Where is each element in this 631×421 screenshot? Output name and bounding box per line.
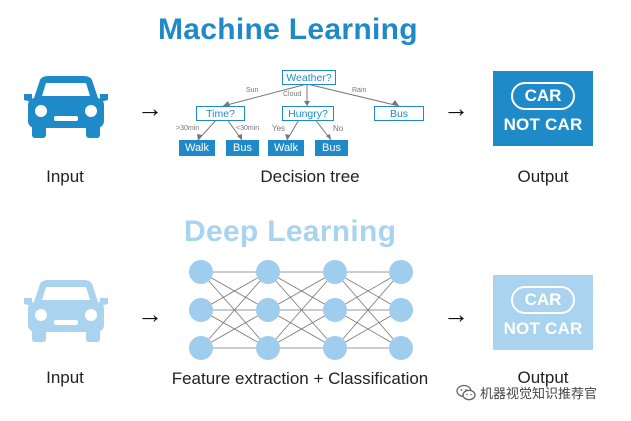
tree-node-hungry: Hungry? — [282, 106, 334, 121]
nn-edge — [267, 271, 336, 311]
car-icon — [24, 76, 108, 138]
car-badge: CAR — [510, 286, 576, 314]
nn-edge — [334, 271, 402, 311]
dl-arrow-2: → — [443, 299, 469, 329]
dl-output-box: CAR NOT CAR — [493, 275, 593, 350]
tree-leaf-walk-2: Walk — [268, 140, 304, 156]
nn-node — [189, 260, 213, 284]
tree-node-bus-rain: Bus — [374, 106, 424, 121]
dl-arrow-1: → — [137, 299, 163, 329]
nn-node — [256, 336, 280, 360]
dl-output-label: Output — [517, 368, 569, 387]
dl-title: Deep Learning — [184, 215, 397, 248]
nn-edge — [334, 271, 402, 349]
nn-node — [256, 298, 280, 322]
wechat-icon — [456, 384, 476, 400]
ml-output-label: Output — [517, 167, 569, 186]
ml-title: Machine Learning — [158, 13, 418, 46]
not-car-text: NOT CAR — [503, 319, 583, 338]
nn-node — [389, 336, 413, 360]
ml-arrow-1: → — [137, 93, 163, 123]
nn-node — [189, 298, 213, 322]
ml-output-box: CAR NOT CAR — [493, 71, 593, 146]
ml-input-label: Input — [46, 167, 84, 186]
dl-input-label: Input — [46, 368, 84, 387]
dl-network-label: Feature extraction + Classification — [171, 369, 429, 388]
tree-node-time: Time? — [196, 106, 245, 121]
watermark: 机器视觉知识推荐官 — [456, 383, 597, 402]
nn-node — [189, 336, 213, 360]
tree-node-weather: Weather? — [282, 70, 336, 85]
nn-node — [389, 260, 413, 284]
edge-label-rain: Rain — [352, 87, 367, 94]
nn-edge — [267, 271, 336, 349]
nn-edge — [200, 271, 269, 311]
nn-edge — [267, 309, 336, 349]
tree-leaf-walk-1: Walk — [179, 140, 215, 156]
nn-node — [256, 260, 280, 284]
nn-node — [323, 298, 347, 322]
edge-label-cloud: Cloud — [283, 91, 302, 98]
nn-edge — [200, 271, 269, 349]
ml-tree-label: Decision tree — [260, 167, 360, 186]
car-badge: CAR — [510, 82, 576, 110]
edge-label-sun: Sun — [246, 87, 259, 94]
edge-label-gt30: >30min — [176, 125, 200, 132]
tree-leaf-bus-2: Bus — [315, 140, 348, 156]
nn-edge — [200, 309, 269, 349]
nn-edge — [334, 309, 402, 349]
edge-label-yes: Yes — [272, 124, 286, 133]
car-icon — [24, 280, 108, 342]
edge-label-lt30: <30min — [236, 125, 260, 132]
nn-node — [323, 336, 347, 360]
nn-node — [389, 298, 413, 322]
tree-leaf-bus-1: Bus — [226, 140, 259, 156]
not-car-text: NOT CAR — [503, 115, 583, 134]
ml-arrow-2: → — [443, 93, 469, 123]
watermark-text: 机器视觉知识推荐官 — [480, 386, 598, 401]
nn-node — [323, 260, 347, 284]
edge-label-no: No — [333, 124, 344, 133]
